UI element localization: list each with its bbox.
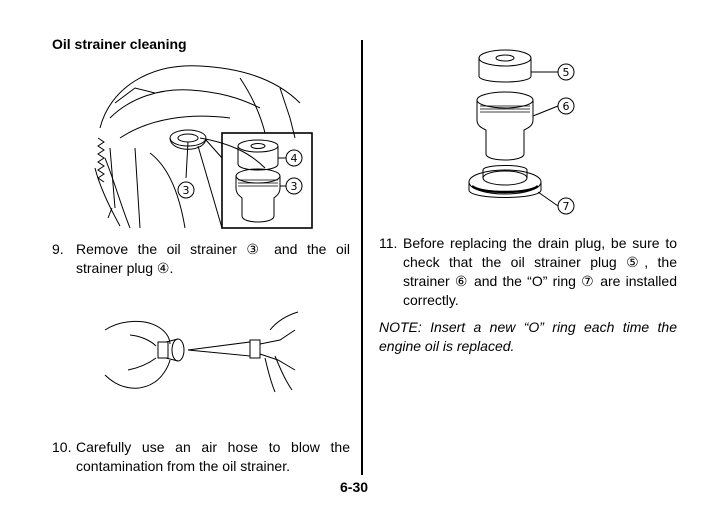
step-text: Carefully use an air hose to blow the co… <box>76 439 350 474</box>
callout-plug-4: 4 <box>291 152 298 165</box>
callout-oring-7: 7 <box>563 200 570 213</box>
page-number: 6-30 <box>340 479 369 495</box>
callout-strainer-3: 3 <box>183 184 190 197</box>
note-text: NOTE: Insert a new “O” ring each time th… <box>379 319 677 354</box>
step-11: 11. Before replacing the drain plug, be … <box>379 234 677 310</box>
step-number: 10. <box>52 439 72 455</box>
step-number: 9. <box>52 241 64 257</box>
figure-strainer-parts: 5 6 7 <box>468 49 575 215</box>
step-text: Remove the oil strainer ③ and the oil st… <box>76 241 350 276</box>
callout-plug-5: 5 <box>563 66 570 79</box>
step-9: 9. Remove the oil strainer ③ and the oil… <box>52 240 350 278</box>
figure-air-hose <box>104 311 299 393</box>
figure-engine-strainer: 4 3 3 <box>94 65 313 229</box>
step-number: 11. <box>379 235 398 251</box>
section-title: Oil strainer cleaning <box>52 36 187 52</box>
callout-strainer-3-inset: 3 <box>291 180 298 193</box>
step-10: 10. Carefully use an air hose to blow th… <box>52 438 350 476</box>
column-divider <box>361 40 363 475</box>
step-text: Before replacing the drain plug, be sure… <box>403 235 677 308</box>
callout-strainer-6: 6 <box>563 100 570 113</box>
